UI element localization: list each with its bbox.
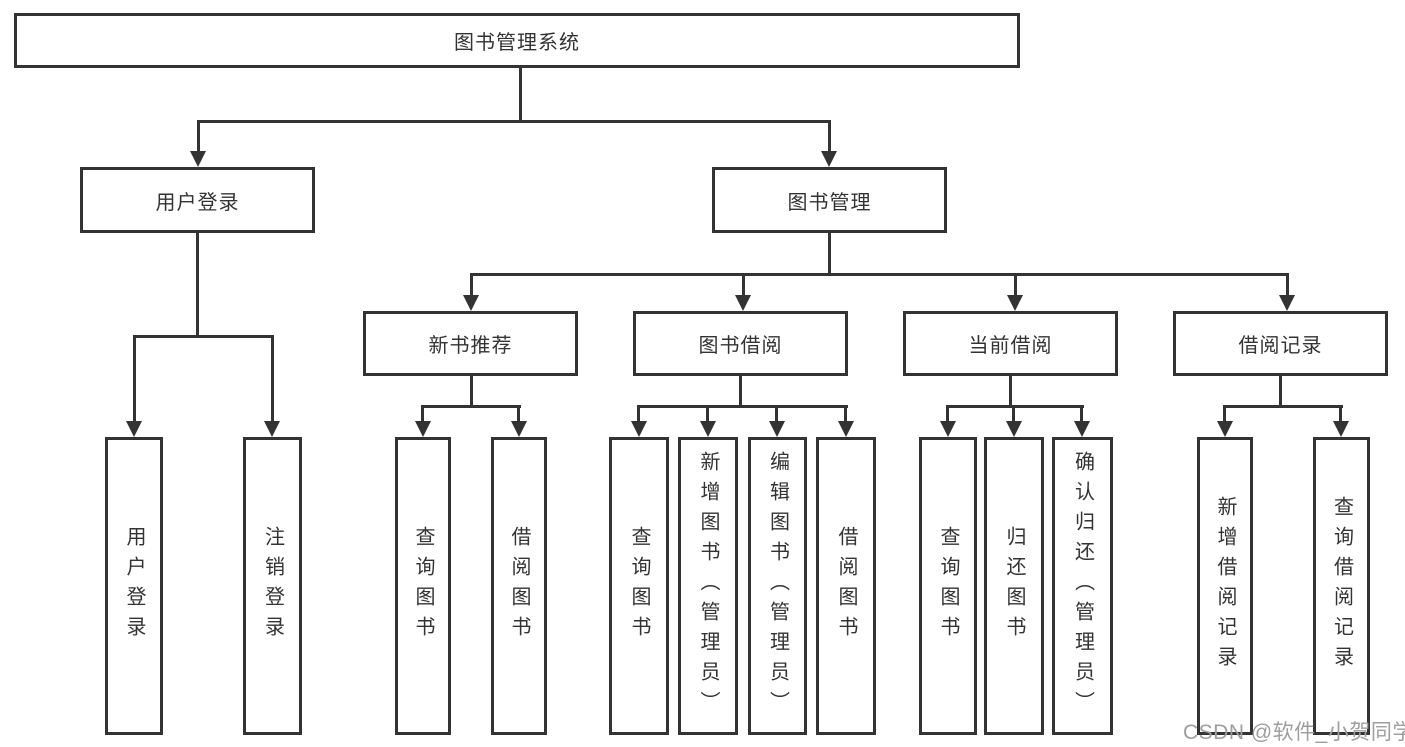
arrowhead bbox=[415, 421, 431, 437]
arrowhead bbox=[1007, 295, 1023, 311]
node-query-books-3: 查询图书 bbox=[919, 437, 977, 735]
connector-leaf bbox=[1080, 405, 1083, 421]
node-label: 图书借阅 bbox=[698, 335, 783, 357]
node-query-books-2: 查询图书 bbox=[609, 437, 669, 735]
node-borrow-books-2: 借阅图书 bbox=[816, 437, 876, 735]
connector-jb-bar bbox=[638, 405, 848, 408]
connector-to-user-login bbox=[197, 120, 200, 151]
arrowhead bbox=[940, 421, 956, 437]
connector-leaf bbox=[421, 405, 424, 421]
node-current-borrowing: 当前借阅 bbox=[903, 311, 1118, 376]
connector-leaf bbox=[775, 405, 778, 421]
arrowhead bbox=[190, 151, 206, 167]
node-book-management-system: 图书管理系统 bbox=[14, 13, 1020, 68]
csdn-watermark: CSDN @软件_小贺同学 bbox=[1183, 721, 1405, 744]
node-label: 新增借阅记录 bbox=[1214, 496, 1236, 676]
connector-leaf bbox=[1339, 405, 1342, 421]
arrowhead bbox=[769, 421, 785, 437]
arrowhead bbox=[700, 421, 716, 437]
arrowhead bbox=[126, 421, 142, 437]
node-add-books-admin: 新增图书（管理员） bbox=[678, 437, 738, 735]
node-label: 确认归还（管理员） bbox=[1071, 451, 1094, 721]
node-edit-books-admin: 编辑图书（管理员） bbox=[748, 437, 807, 735]
connector-leaf bbox=[1223, 405, 1226, 421]
node-label: 借阅图书 bbox=[835, 526, 857, 646]
node-label: 查询图书 bbox=[937, 526, 959, 646]
connector-to-borrow-records bbox=[1286, 273, 1289, 295]
node-new-book-recommend: 新书推荐 bbox=[363, 311, 578, 376]
node-label: 新增图书（管理员） bbox=[697, 451, 719, 721]
arrowhead bbox=[1333, 421, 1349, 437]
node-user-login-group: 用户登录 bbox=[80, 167, 315, 233]
connector-leaf bbox=[706, 405, 709, 421]
node-label: 当前借阅 bbox=[968, 335, 1053, 357]
node-label: 查询图书 bbox=[628, 526, 650, 646]
node-add-borrow-record: 新增借阅记录 bbox=[1197, 437, 1253, 735]
node-user-login: 用户登录 bbox=[105, 437, 163, 735]
connector-to-leaf-logout bbox=[271, 335, 274, 421]
node-query-borrow-record: 查询借阅记录 bbox=[1313, 437, 1370, 735]
node-logout: 注销登录 bbox=[243, 437, 302, 735]
node-label: 用户登录 bbox=[123, 526, 145, 646]
arrowhead bbox=[1279, 295, 1295, 311]
connector-mgmt-stub bbox=[828, 233, 831, 273]
arrowhead bbox=[838, 421, 854, 437]
arrowhead bbox=[735, 295, 751, 311]
arrowhead bbox=[821, 151, 837, 167]
connector-jl-bar bbox=[1224, 405, 1343, 408]
node-label: 注销登录 bbox=[261, 526, 284, 646]
connector-login-bar bbox=[133, 335, 273, 338]
connector-to-book-borrow bbox=[742, 273, 745, 295]
connector-root-stub bbox=[519, 68, 522, 120]
node-label: 查询图书 bbox=[412, 526, 434, 646]
connector-nb-stub bbox=[470, 376, 473, 405]
connector-to-new-books bbox=[470, 273, 473, 295]
connector-jl-stub bbox=[1279, 376, 1282, 405]
connector-to-book-mgmt bbox=[828, 120, 831, 151]
connector-to-leaf-login bbox=[133, 335, 136, 421]
node-label: 归还图书 bbox=[1003, 526, 1025, 646]
node-label: 借阅记录 bbox=[1238, 335, 1323, 357]
connector-leaf bbox=[1012, 405, 1015, 421]
connector-level3-bar bbox=[470, 273, 1288, 276]
connector-nb-bar bbox=[422, 405, 521, 408]
connector-to-current-borrow bbox=[1014, 273, 1017, 295]
node-label: 查询借阅记录 bbox=[1330, 496, 1353, 676]
arrowhead bbox=[463, 295, 479, 311]
connector-dq-stub bbox=[1009, 376, 1012, 405]
connector-dq-bar bbox=[947, 405, 1084, 408]
node-borrowing-records: 借阅记录 bbox=[1173, 311, 1388, 376]
connector-leaf bbox=[637, 405, 640, 421]
node-label: 图书管理系统 bbox=[454, 32, 580, 54]
arrowhead bbox=[1006, 421, 1022, 437]
arrowhead bbox=[264, 421, 280, 437]
arrowhead bbox=[1074, 421, 1090, 437]
connector-leaf bbox=[946, 405, 949, 421]
node-label: 新书推荐 bbox=[428, 335, 513, 357]
arrowhead bbox=[631, 421, 647, 437]
connector-login-stub bbox=[196, 233, 199, 335]
node-label: 用户登录 bbox=[155, 191, 240, 214]
node-book-borrowing: 图书借阅 bbox=[633, 311, 848, 376]
node-book-management-group: 图书管理 bbox=[712, 167, 947, 233]
connector-jb-stub bbox=[739, 376, 742, 405]
node-return-books: 归还图书 bbox=[984, 437, 1044, 735]
node-label: 借阅图书 bbox=[508, 526, 530, 646]
arrowhead bbox=[511, 421, 527, 437]
connector-level2-bar bbox=[197, 120, 830, 123]
node-confirm-return-admin: 确认归还（管理员） bbox=[1052, 437, 1113, 735]
arrowhead bbox=[1217, 421, 1233, 437]
connector-leaf bbox=[517, 405, 520, 421]
node-borrow-books: 借阅图书 bbox=[491, 437, 547, 735]
node-label: 图书管理 bbox=[787, 191, 872, 214]
node-label: 编辑图书（管理员） bbox=[766, 451, 789, 721]
connector-leaf bbox=[844, 405, 847, 421]
node-query-books: 查询图书 bbox=[395, 437, 451, 735]
